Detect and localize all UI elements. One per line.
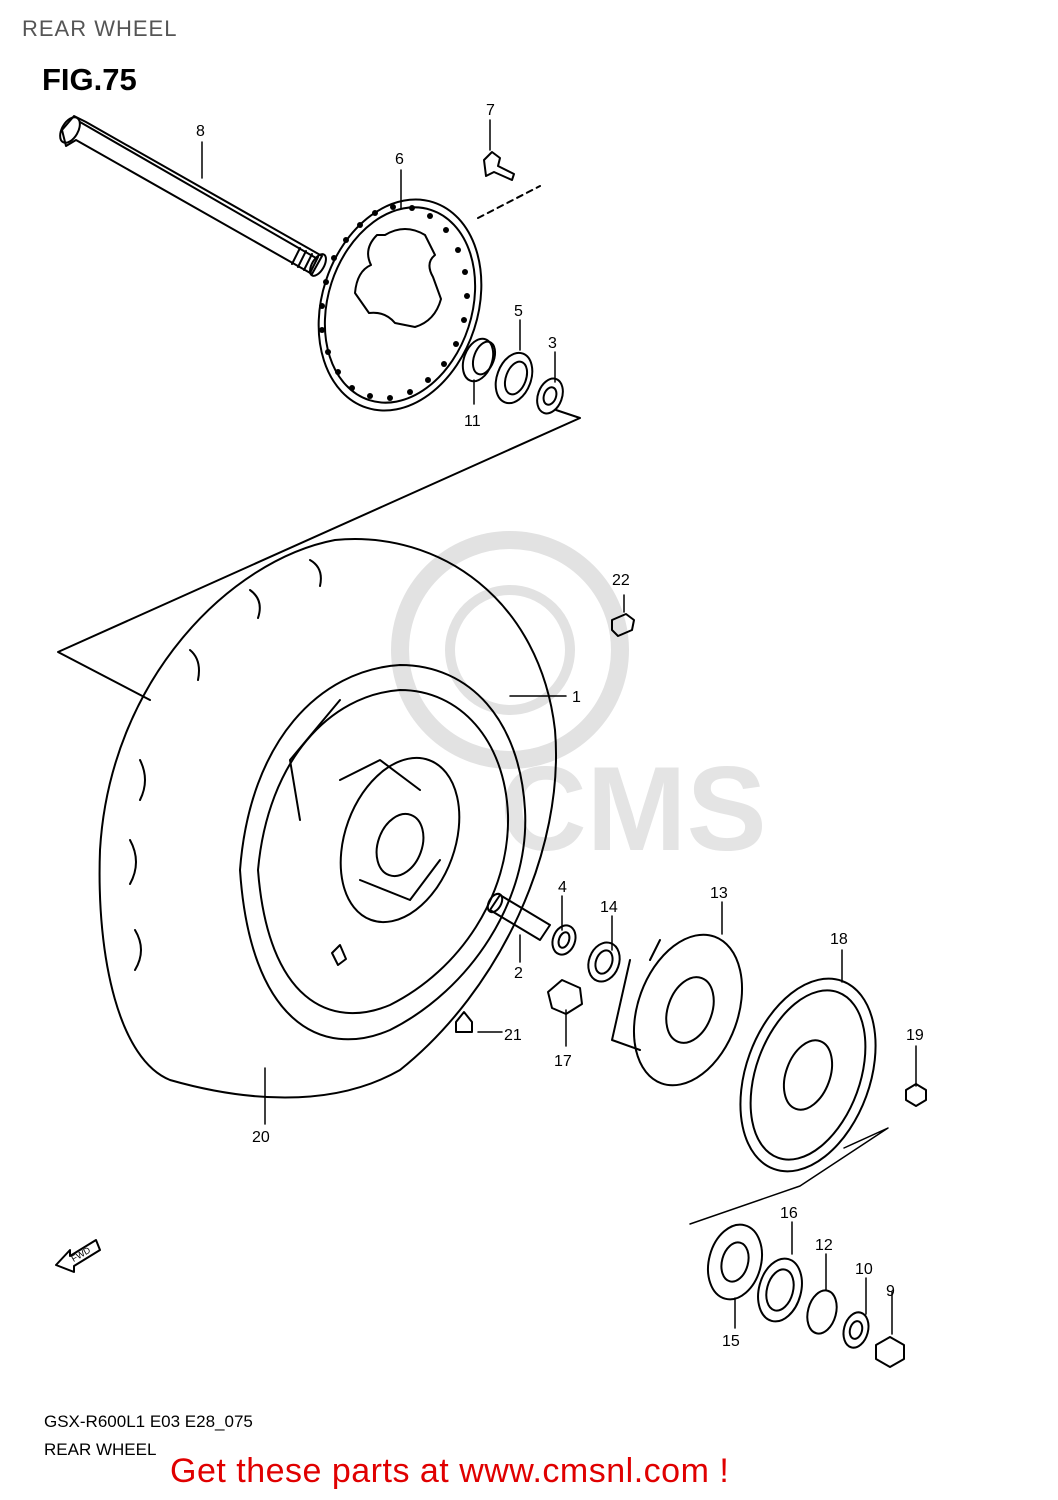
cms-watermark: CMS (391, 531, 767, 876)
spacer-part (461, 337, 497, 383)
wheel-bearing-part (551, 924, 577, 956)
callout-4: 4 (558, 879, 567, 896)
callout-2: 2 (514, 965, 523, 982)
callout-19: 19 (906, 1027, 924, 1044)
page-header: REAR WHEEL (22, 16, 178, 41)
balance-weight-part (611, 613, 635, 637)
callout-7: 7 (486, 102, 495, 119)
callout-8: 8 (196, 123, 205, 140)
fwd-arrow-icon (55, 1239, 101, 1273)
sprocket-nut-part (905, 1083, 927, 1107)
damper-part (547, 979, 583, 1015)
callout-12: 12 (815, 1237, 833, 1254)
callout-17: 17 (554, 1053, 572, 1070)
callout-21: 21 (504, 1027, 522, 1044)
callout-13: 13 (710, 885, 728, 902)
sprocket-drum-part (611, 933, 744, 1087)
axle-washer-part (842, 1311, 870, 1349)
callout-22: 22 (612, 572, 630, 589)
model-code: GSX-R600L1 E03 E28_075 (44, 1412, 253, 1431)
callout-9: 9 (886, 1283, 895, 1300)
oil-seal-part (494, 351, 534, 405)
promo-link[interactable]: Get these parts at www.cmsnl.com ! (170, 1452, 730, 1490)
disc-bolt-part (483, 151, 515, 181)
callout-14: 14 (600, 899, 618, 916)
callout-11: 11 (464, 413, 481, 430)
valve-part (455, 1011, 473, 1033)
axle-part (59, 115, 327, 277)
hub-oil-seal-part (757, 1257, 803, 1323)
callout-5: 5 (514, 303, 523, 320)
center-spacer-part (486, 892, 551, 941)
brake-disc-part (317, 198, 483, 412)
callout-20: 20 (252, 1129, 270, 1146)
rear-sprocket-part (739, 977, 877, 1173)
footer-title: REAR WHEEL (44, 1440, 157, 1459)
collar-part (587, 941, 621, 983)
callout-1: 1 (572, 689, 581, 706)
callout-6: 6 (395, 151, 404, 168)
callout-18: 18 (830, 931, 848, 948)
hub-spacer-part (806, 1289, 838, 1335)
wheel-and-tire-part (98, 538, 557, 1099)
figure-number: FIG.75 (42, 62, 137, 97)
callout-3: 3 (548, 335, 557, 352)
bearing-part (536, 377, 564, 415)
callout-10: 10 (855, 1261, 873, 1278)
watermark-text: CMS (500, 742, 767, 876)
callout-15: 15 (722, 1333, 740, 1350)
hub-bearing-part (707, 1223, 763, 1301)
axle-nut-part (875, 1336, 905, 1368)
callout-16: 16 (780, 1205, 798, 1222)
